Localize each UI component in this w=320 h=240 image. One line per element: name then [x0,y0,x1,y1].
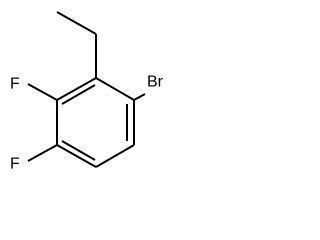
ring-bond-bottom-left [56,144,97,168]
bromine-bond [133,93,146,101]
ring [56,77,135,168]
substituents [27,11,146,162]
fluorine-lower-label: F [10,156,20,173]
fluorine-upper-label: F [10,76,20,93]
ring-bond-top-right [95,77,135,101]
bromine-label: Br [147,74,164,91]
ring-bond-top-left-inner [61,84,96,105]
ethyl-bond-2 [56,11,97,35]
ring-bond-bottom-left-inner [61,140,96,161]
fluorine-lower-bond [27,144,58,162]
ring-bond-top-left [56,77,97,101]
atom-labels: Br F F [10,74,164,173]
structure-canvas: Br F F [0,0,186,186]
ring-bond-bottom-right [95,144,135,168]
fluorine-upper-bond [27,83,58,101]
molecule-drawing: Br F F [10,11,164,173]
